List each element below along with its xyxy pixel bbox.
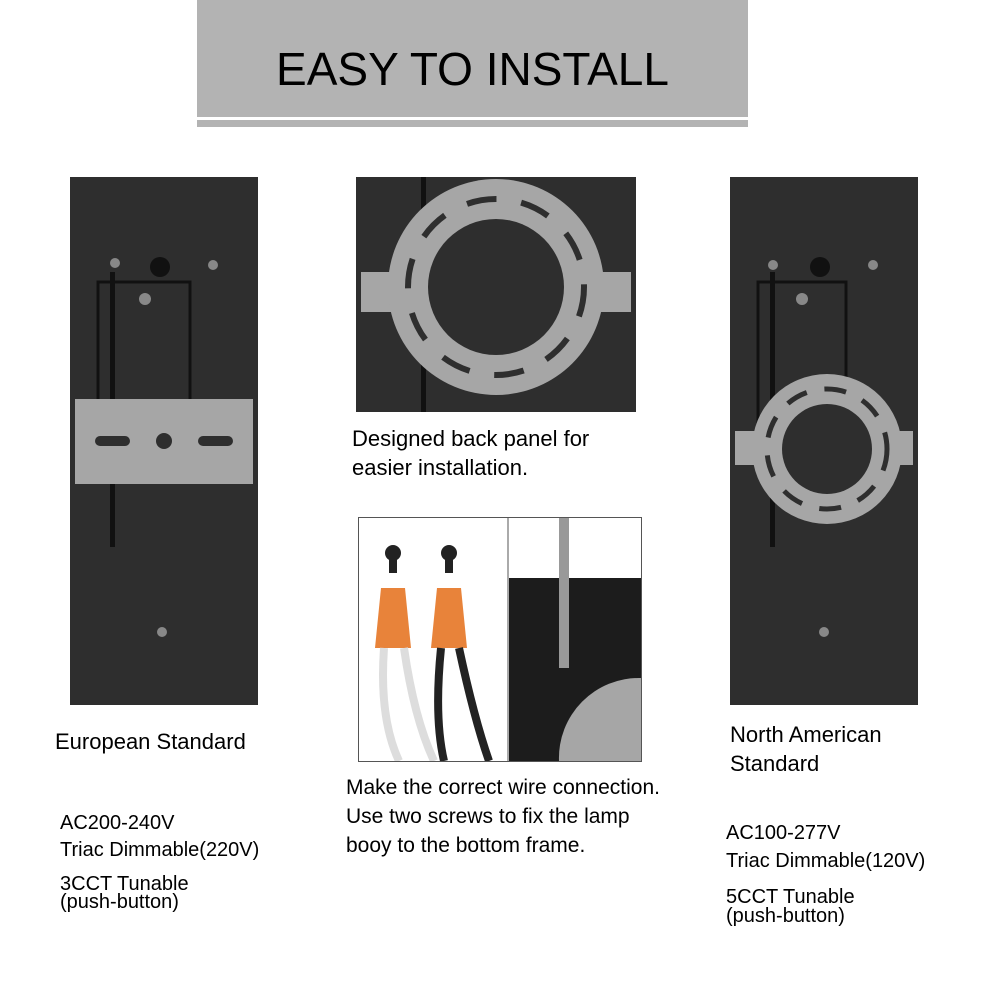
round-bracket-illustration — [361, 177, 631, 412]
european-standard-label: European Standard — [55, 729, 246, 754]
back-panel-caption-line2: easier installation. — [352, 455, 529, 480]
back-panel-closeup-image — [356, 177, 636, 412]
european-lamp-back-image — [70, 177, 258, 705]
left-dimming: Triac Dimmable(220V) — [60, 839, 260, 861]
wiring-caption-line2: Use two screws to fix the lamp — [346, 805, 630, 828]
right-cct-note: (push-button) — [726, 905, 845, 927]
rectangular-bracket-illustration — [75, 257, 253, 637]
north-american-lamp-back-image — [730, 177, 918, 705]
wire-nuts-and-screwdriver-illustration — [375, 518, 641, 761]
wiring-photo — [358, 517, 642, 762]
banner-underline — [197, 120, 748, 127]
north-american-label-line2: Standard — [730, 751, 820, 776]
title-banner — [197, 0, 748, 117]
right-dimming: Triac Dimmable(120V) — [726, 850, 926, 872]
north-american-label-line1: North American — [730, 722, 882, 747]
wiring-caption-line1: Make the correct wire connection. — [346, 776, 660, 799]
right-cct: 5CCT Tunable — [726, 886, 855, 908]
wiring-caption-line3: booy to the bottom frame. — [346, 834, 586, 857]
back-panel-caption-line1: Designed back panel for — [352, 426, 590, 451]
page-title: EASY TO INSTALL — [276, 43, 669, 95]
left-cct: 3CCT Tunable — [60, 873, 189, 895]
left-cct-note: (push-button) — [60, 891, 179, 913]
round-bracket-on-lamp-illustration — [735, 257, 913, 637]
right-voltage: AC100-277V — [726, 822, 841, 844]
left-voltage: AC200-240V — [60, 812, 175, 834]
